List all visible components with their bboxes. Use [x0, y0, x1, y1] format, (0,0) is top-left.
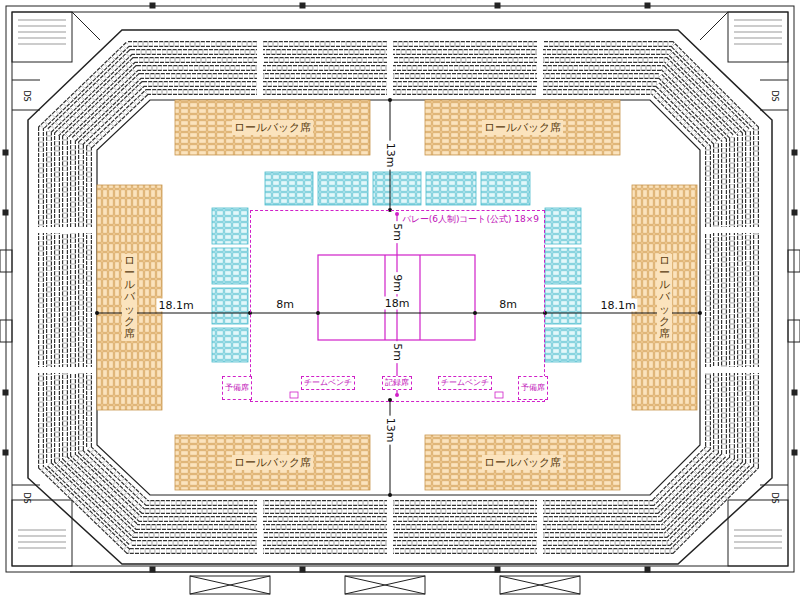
area-label: 予備席 [521, 383, 545, 393]
dimension: 8m [497, 298, 519, 311]
room-code: DS [22, 90, 30, 101]
rollback-seat-block: ロールバック席 [175, 100, 370, 155]
dimension: 9m [391, 272, 404, 294]
area-label: チームベンチ [441, 378, 489, 388]
seat-label: ロールバック席 [482, 455, 563, 470]
rollback-seat-block: ロールバック席 [175, 435, 370, 490]
seat-label: ロールバック席 [657, 254, 672, 341]
area-label: 予備席 [225, 383, 249, 393]
room-code: DS [770, 492, 778, 503]
bench-box: 記録席 [382, 376, 412, 390]
dimension: 5m [391, 221, 404, 243]
bench-box: チームベンチ [438, 376, 492, 390]
bench-box: チームベンチ [301, 376, 355, 390]
dimension: 13m [384, 416, 397, 445]
seat-label: ロールバック席 [122, 254, 137, 341]
rollback-seat-block: ロールバック席 [632, 185, 697, 410]
seat-label: ロールバック席 [232, 455, 313, 470]
area-label: 記録席 [385, 378, 409, 388]
room-code: DS [770, 90, 778, 101]
rollback-seat-block: ロールバック席 [425, 100, 620, 155]
bench-box: 予備席 [222, 376, 252, 400]
dimension: 13m [384, 141, 397, 170]
area-label: チームベンチ [304, 378, 352, 388]
dimension: 18.1m [156, 299, 195, 312]
dimension: 5m [391, 341, 404, 363]
dimension: 18.1m [598, 299, 637, 312]
room-code: DS [22, 492, 30, 503]
seat-label: ロールバック席 [232, 120, 313, 135]
dimension: 8m [274, 298, 296, 311]
rollback-seat-block: ロールバック席 [425, 435, 620, 490]
seat-label: ロールバック席 [482, 120, 563, 135]
dimension: 18m [383, 297, 412, 310]
rollback-seat-block: ロールバック席 [97, 185, 162, 410]
bench-box: 予備席 [518, 376, 548, 400]
court-title: バレー(6人制)コート(公式) 18×9 [401, 213, 540, 226]
